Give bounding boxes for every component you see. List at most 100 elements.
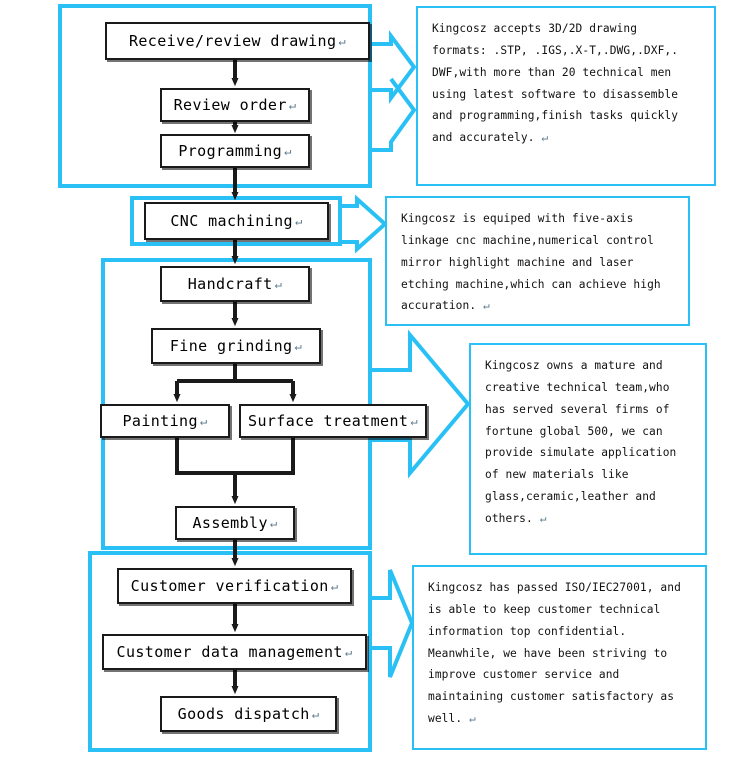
paragraph-mark-icon: ↵ (338, 34, 347, 48)
callout-line: using latest software to disassemble (432, 84, 702, 106)
flow-node-label: CNC machining (170, 212, 293, 230)
callout-line: of new materials like (485, 464, 693, 486)
callout-line-text: has served several firms of (485, 402, 670, 416)
callout-pointer-team (370, 329, 471, 479)
paragraph-mark-icon: ↵ (274, 277, 283, 291)
flow-connectors (177, 60, 293, 690)
callout-line: information top confidential. (428, 621, 693, 643)
paragraph-mark-icon: ↵ (330, 579, 339, 593)
callout-pointer-cnc (340, 194, 389, 254)
paragraph-mark-icon: ↵ (288, 98, 297, 112)
paragraph-mark-icon: ↵ (269, 516, 278, 530)
callout-line: linkage cnc machine,numerical control (401, 230, 676, 252)
conn-grind-split (177, 364, 293, 383)
callout-line-text: and accurately. (432, 131, 535, 145)
callout-line-text: improve customer service and (428, 668, 620, 682)
callout-line-text: Kingcosz has passed ISO/IEC27001, and (428, 581, 681, 594)
flow-node-label: Surface treatment (248, 412, 409, 430)
callout-line-text: provide simulate application (485, 446, 677, 460)
callout-pointer-drawing-lower (370, 77, 417, 152)
paragraph-mark-icon: ↵ (294, 339, 303, 353)
callout-line-text: using latest software to disassemble (432, 87, 679, 101)
callout-line-text: information top confidential. (428, 624, 627, 638)
flow-node-surface[interactable]: Surface treatment↵ (239, 404, 427, 438)
flow-node-painting[interactable]: Painting↵ (100, 404, 230, 438)
paragraph-mark-icon: ↵ (476, 299, 490, 313)
callout-line: formats: .STP, .IGS,.X-T,.DWG,.DXF,. (432, 40, 702, 62)
paragraph-mark-icon: ↵ (462, 712, 476, 726)
callout-security[interactable]: Kingcosz has passed ISO/IEC27001, and is … (412, 565, 707, 750)
callout-line: Kingcosz owns a mature and (485, 355, 693, 377)
callout-line-text: accuration. (401, 299, 477, 313)
flow-node-label: Programming (178, 142, 283, 160)
callout-line-text: Kingcosz accepts 3D/2D drawing (432, 22, 638, 35)
callout-line: DWF,with more than 20 technical men (432, 62, 702, 84)
callout-line: glass,ceramic,leather and (485, 486, 693, 508)
callout-line: provide simulate application (485, 442, 693, 464)
group-customer (88, 551, 372, 752)
callout-line-text: fortune global 500, we can (485, 424, 663, 438)
callout-line-text: glass,ceramic,leather and (485, 490, 656, 504)
callout-line-text: Kingcosz is equiped with five-axis (401, 212, 634, 225)
flow-node-grinding[interactable]: Fine grinding↵ (151, 328, 321, 364)
callout-line: Kingcosz has passed ISO/IEC27001, and (428, 577, 693, 599)
callout-line-text: etching machine,which can achieve high (401, 277, 661, 291)
callout-line-text: mirror highlight machine and laser (401, 255, 634, 269)
callout-line: fortune global 500, we can (485, 421, 693, 443)
callout-pointer-drawing (370, 29, 417, 105)
callout-line: creative technical team,who (485, 377, 693, 399)
flow-node-label: Painting (122, 412, 198, 430)
callout-line-text: creative technical team,who (485, 380, 670, 394)
callout-line: improve customer service and (428, 664, 693, 686)
callout-cnc[interactable]: Kingcosz is equiped with five-axis linkag… (385, 196, 690, 326)
flow-node-review[interactable]: Review order↵ (160, 88, 310, 122)
callout-line-text: and programming,finish tasks quickly (432, 109, 679, 123)
callout-line: others. ↵ (485, 508, 693, 530)
callout-line-text: maintaining customer satisfactory as (428, 690, 675, 704)
flow-node-program[interactable]: Programming↵ (160, 134, 310, 168)
flow-node-label: Handcraft (187, 275, 273, 293)
callout-line-text: of new materials like (485, 468, 629, 482)
callout-line: mirror highlight machine and laser (401, 252, 676, 274)
flow-node-label: Assembly (192, 514, 268, 532)
paragraph-mark-icon: ↵ (284, 144, 292, 158)
callout-pointer-security (370, 569, 415, 678)
conn-merge-assembly (175, 438, 295, 475)
flow-node-assembly[interactable]: Assembly↵ (175, 506, 295, 540)
callout-line-text: Meanwhile, we have been striving to (428, 646, 668, 660)
paragraph-mark-icon: ↵ (294, 214, 303, 228)
flow-node-label: Review order (173, 96, 287, 114)
flow-node-label: Customer verification (130, 577, 329, 595)
flow-node-label: Customer data management (116, 643, 343, 661)
flow-node-cnc[interactable]: CNC machining↵ (144, 202, 329, 240)
callout-line: well. ↵ (428, 708, 693, 730)
paragraph-mark-icon: ↵ (199, 414, 208, 428)
callout-line: and programming,finish tasks quickly (432, 105, 702, 127)
callout-team[interactable]: Kingcosz owns a mature and creative techn… (469, 343, 707, 555)
paragraph-mark-icon: ↵ (532, 511, 547, 525)
group-design (58, 4, 372, 188)
callout-line: and accurately. ↵ (432, 127, 702, 149)
paragraph-mark-icon: ↵ (410, 414, 418, 428)
flow-node-custver[interactable]: Customer verification↵ (117, 568, 352, 604)
flow-node-label: Receive/review drawing (128, 32, 337, 50)
flow-node-handcraft[interactable]: Handcraft↵ (160, 266, 310, 302)
flow-node-receive[interactable]: Receive/review drawing↵ (105, 22, 370, 60)
callout-drawing[interactable]: Kingcosz accepts 3D/2D drawing formats: .… (416, 6, 716, 186)
callout-line: etching machine,which can achieve high (401, 274, 676, 296)
callout-line: Kingcosz accepts 3D/2D drawing (432, 18, 702, 40)
callout-line: accuration. ↵ (401, 295, 676, 317)
callout-line: Meanwhile, we have been striving to (428, 643, 693, 665)
callout-line-text: others. (485, 511, 533, 525)
callout-line-text: well. (428, 712, 463, 726)
paragraph-mark-icon: ↵ (344, 645, 353, 659)
flow-node-dispatch[interactable]: Goods dispatch↵ (160, 696, 337, 732)
paragraph-mark-icon: ↵ (311, 707, 320, 721)
flow-node-custdata[interactable]: Customer data management↵ (102, 634, 367, 670)
callout-line: is able to keep customer technical (428, 599, 693, 621)
callout-line-text: formats: .STP, .IGS,.X-T,.DWG,.DXF,. (432, 43, 679, 57)
callout-line: maintaining customer satisfactory as (428, 686, 693, 708)
callout-line-text: linkage cnc machine,numerical control (401, 233, 654, 247)
flow-node-label: Fine grinding (169, 337, 293, 355)
flow-node-label: Goods dispatch (177, 705, 310, 723)
